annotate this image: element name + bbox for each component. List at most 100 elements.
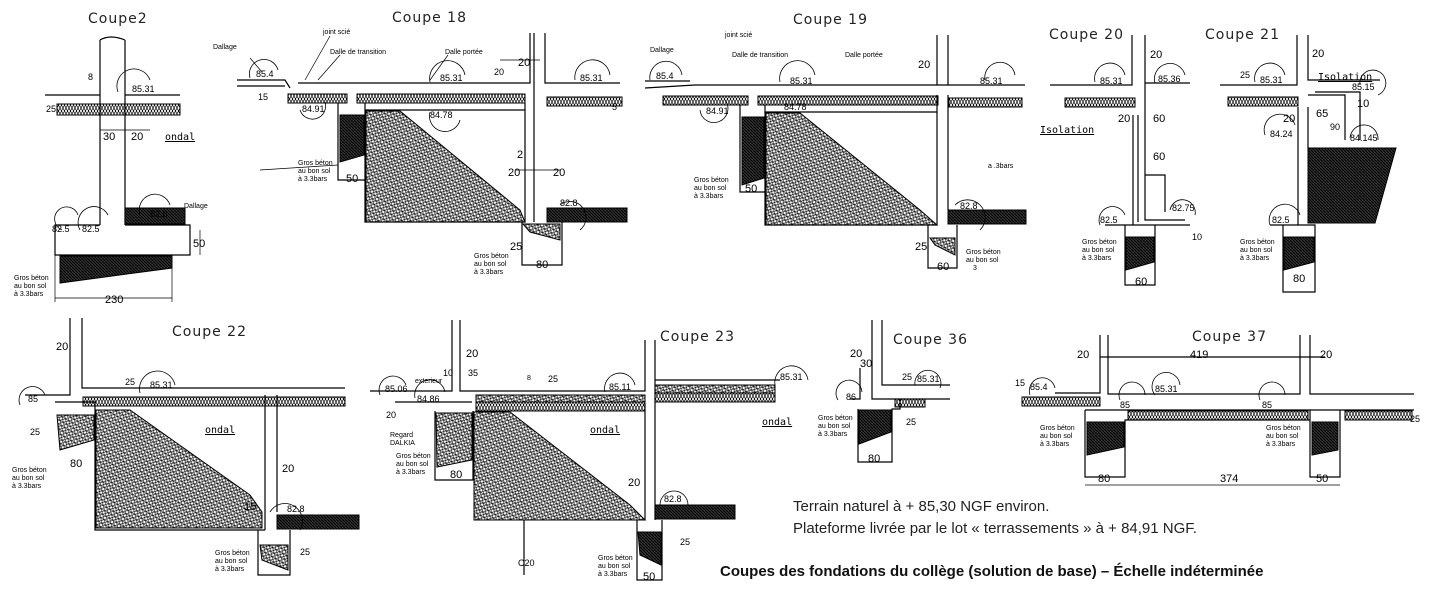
gros-beton-label: Gros béton	[966, 249, 1001, 256]
gros-beton-label: Gros béton	[1266, 425, 1301, 432]
dimension-label: 50	[1316, 473, 1328, 485]
level-label: 85.31	[980, 76, 1003, 86]
level-label: 85	[28, 394, 38, 404]
dimension-label: 80	[536, 259, 548, 271]
level-label: 85.4	[1030, 382, 1048, 392]
dimension-label: 60	[1153, 151, 1165, 163]
level-label: 85	[1262, 400, 1272, 410]
gros-beton-label: au bon sol	[12, 475, 45, 482]
dimension-label: 20	[282, 463, 294, 475]
gros-beton-label: à 3.3bars	[1040, 441, 1070, 448]
gros-beton-label: à 3.3bars	[598, 571, 628, 578]
gros-beton-label: au bon sol	[14, 283, 47, 290]
gros-beton-label: au bon sol	[1040, 433, 1073, 440]
level-label: 84.91	[706, 106, 729, 116]
gros-beton-label: à 3.3bars	[694, 193, 724, 200]
gros-beton-label: Gros béton	[818, 415, 853, 422]
insulation-slab	[56, 103, 181, 116]
gros-beton-label: Gros béton	[694, 177, 729, 184]
dimension-label: 80	[868, 453, 880, 465]
dimension-label: 25	[1410, 414, 1420, 424]
gros-beton-label: Gros béton	[1040, 425, 1075, 432]
dallage-label: Dallage	[213, 44, 237, 51]
section-title: Coupe 36	[893, 332, 968, 348]
gros-beton-label: au bon sol	[1240, 247, 1273, 254]
level-label: 85.11	[609, 382, 631, 392]
dimension-label: 80	[450, 469, 462, 481]
level-label: 85.31	[132, 84, 155, 94]
gros-beton-label: à 3.3bars	[14, 291, 44, 298]
dimension-label: 10	[1357, 98, 1369, 110]
dimension-label: 20	[1283, 113, 1295, 125]
dimension-label: 10	[1192, 232, 1202, 242]
dimension-label: 8	[88, 72, 93, 82]
gros-beton-label: à 3.3bars	[396, 469, 426, 476]
level-label: 82.8	[664, 494, 682, 504]
dimension-label: 50	[745, 183, 757, 195]
dimension-label: 20	[131, 131, 143, 143]
level-label: 82.8	[560, 198, 578, 208]
dimension-label: 90	[1330, 122, 1340, 132]
dimension-label: 25	[680, 537, 690, 547]
section-coupe-2: Coupe2 85.31 8 25 30 20 ondal Dallage 82…	[14, 11, 208, 306]
section-coupe-21: Coupe 21 20 25 85.31 85.15 10 65 20 90 8…	[1205, 27, 1397, 293]
level-label: 82.5	[52, 224, 70, 234]
level-label: 85.31	[1260, 75, 1283, 85]
level-label: 82.5	[1100, 215, 1118, 225]
level-label: 84.86	[417, 394, 440, 404]
reference-label: C20	[518, 558, 535, 568]
dimension-label: 65	[1316, 108, 1328, 120]
gros-beton-label: au bon sol	[215, 558, 248, 565]
dimension-label: 15	[258, 92, 268, 102]
dimension-label: 20	[1150, 49, 1162, 61]
dimension-label: 20	[466, 348, 478, 360]
gros-beton-label: Gros béton	[598, 555, 633, 562]
dimension-label: 20	[56, 341, 68, 353]
dimension-label: 15	[244, 501, 256, 513]
dimension-label: 60	[937, 261, 949, 273]
level-label: 85	[1120, 400, 1130, 410]
isolation-label: Isolation	[1318, 72, 1372, 83]
dimension-label: 80	[70, 458, 82, 470]
gros-beton-label: Gros béton	[12, 467, 47, 474]
gros-beton-label: à 3.3bars	[215, 566, 245, 573]
level-label: 82.75	[1172, 203, 1195, 213]
ondal-label: ondal	[205, 425, 235, 436]
note-terrain-naturel: Terrain naturel à + 85,30 NGF environ.	[793, 498, 1050, 515]
section-coupe-36: Coupe 36 20 30 86 25 85.31 25 80 Gros bé…	[818, 320, 968, 465]
dimension-label: 20	[1320, 349, 1332, 361]
dimension-label: 25	[300, 547, 310, 557]
figure-caption: Coupes des fondations du collège (soluti…	[720, 563, 1264, 580]
dimension-label: 35	[468, 368, 478, 378]
level-label: 85.31	[150, 380, 173, 390]
dimension-label: 25	[902, 372, 912, 382]
gros-beton-label: 3	[973, 265, 977, 272]
gros-beton-label: au bon sol	[474, 261, 507, 268]
level-label: 85.15	[1352, 82, 1375, 92]
dimension-label: 20	[494, 67, 504, 77]
level-label: 85.31	[1100, 76, 1123, 86]
gros-beton-label: Gros béton	[1240, 239, 1275, 246]
dimension-label: 20	[1118, 113, 1130, 125]
dimension-label: 20	[1312, 48, 1324, 60]
section-title: Coupe 21	[1205, 27, 1280, 43]
gros-beton-label: à 3.3bars	[474, 269, 504, 276]
gros-beton-label: Gros béton	[396, 453, 431, 460]
gros-beton-label: au bon sol	[396, 461, 429, 468]
section-title: Coupe 23	[660, 329, 735, 345]
dimension-label: 30	[103, 131, 115, 143]
dalle-portee-label: Dalle portée	[845, 52, 883, 59]
gros-beton-label: Gros béton	[215, 550, 250, 557]
level-label: 82.8	[287, 504, 305, 514]
section-title: Coupe 20	[1049, 27, 1124, 43]
section-title: Coupe 19	[793, 12, 868, 28]
dimension-label: 20	[628, 477, 640, 489]
gros-beton-label: au bon sol	[694, 185, 727, 192]
gros-beton-label: à 3.3bars	[1266, 441, 1296, 448]
section-coupe-18: Coupe 18 Dallage joint scié Dalle de tra…	[213, 10, 628, 276]
gros-beton-footing	[59, 255, 173, 284]
level-label: 82.5	[82, 224, 100, 234]
dimension-label: 20	[553, 167, 565, 179]
dimension-label: 25	[906, 417, 916, 427]
